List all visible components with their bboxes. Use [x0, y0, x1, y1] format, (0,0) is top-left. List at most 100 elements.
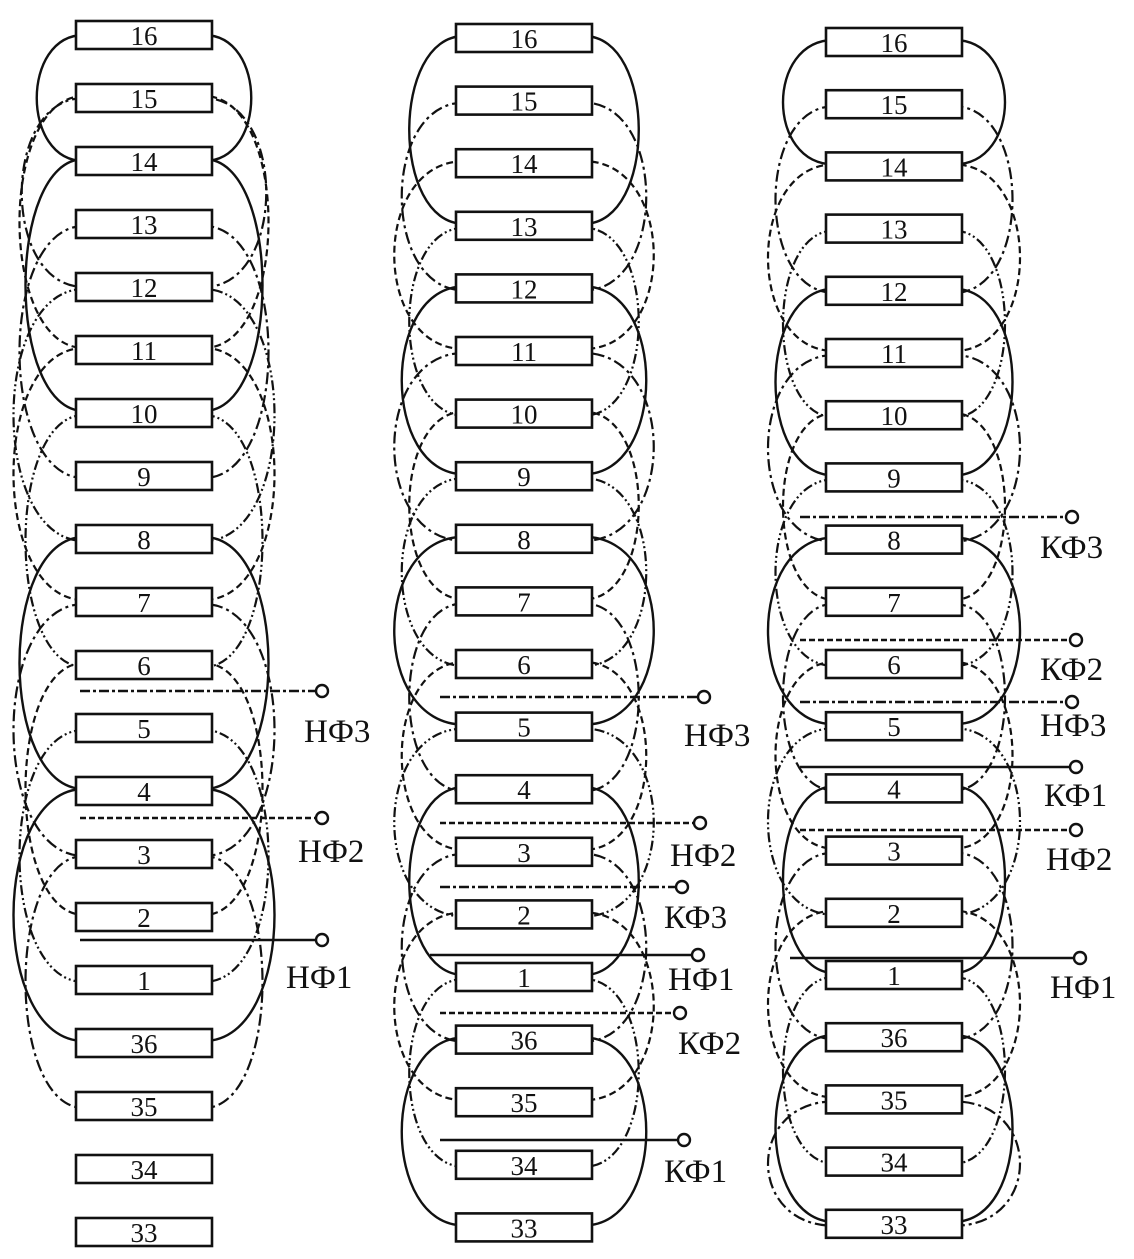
- slot: 11: [824, 337, 964, 369]
- slot: 13: [824, 213, 964, 245]
- terminal-lead: НФ1: [790, 950, 1116, 1006]
- slot-box: [74, 19, 214, 51]
- slot-number: 16: [131, 21, 158, 51]
- coil-loop: [18, 224, 270, 480]
- coil-loop: [766, 909, 1022, 1099]
- slot-box: [824, 337, 964, 369]
- slot: 11: [454, 335, 594, 367]
- slot-box: [454, 335, 594, 367]
- slot: 11: [74, 334, 214, 366]
- slot: 14: [454, 147, 594, 179]
- slot: 10: [74, 397, 214, 429]
- slot: 3: [74, 838, 214, 870]
- slot-box: [824, 26, 964, 58]
- slot-number: 12: [511, 274, 538, 304]
- terminal-lead: НФ2: [800, 822, 1112, 878]
- slot: 9: [74, 460, 214, 492]
- slot-box: [824, 1208, 964, 1240]
- coil-loop: [774, 287, 1014, 477]
- slot-number: 6: [137, 651, 151, 681]
- slot-box: [824, 1084, 964, 1115]
- slot-box: [74, 775, 214, 807]
- slot-box: [824, 586, 964, 618]
- slot-columns: 1615141312111098765432136353433161514131…: [74, 19, 964, 1248]
- slot-box: [74, 397, 214, 429]
- slot-number: 14: [131, 147, 159, 177]
- slot-number: 14: [881, 152, 909, 182]
- slot-box: [824, 710, 964, 742]
- slot-number: 16: [511, 24, 538, 54]
- slot: 8: [454, 523, 594, 555]
- slot: 4: [454, 773, 594, 805]
- slot: 16: [824, 26, 964, 58]
- terminal-lead: КФ2: [800, 632, 1103, 688]
- terminal-label: КФ1: [1044, 778, 1107, 814]
- slot: 33: [824, 1208, 964, 1240]
- slot-number: 5: [137, 714, 151, 744]
- terminal-lead: КФ1: [800, 759, 1107, 814]
- slot: 36: [74, 1027, 214, 1059]
- terminal-lead: КФ3: [800, 509, 1103, 566]
- slot-number: 1: [887, 961, 901, 991]
- slot-box: [74, 523, 214, 555]
- slot-box: [74, 208, 214, 240]
- slot-number: 3: [137, 840, 151, 870]
- coil-loop: [766, 353, 1022, 543]
- slot-number: 4: [137, 777, 151, 807]
- slot: 13: [454, 210, 594, 242]
- terminal-lead: НФ1: [430, 947, 734, 998]
- slot-number: 36: [511, 1026, 538, 1056]
- slot: 34: [824, 1146, 964, 1178]
- slot-box: [454, 147, 594, 179]
- slot: 34: [74, 1153, 214, 1185]
- terminal-pin: [696, 689, 712, 705]
- slot: 33: [454, 1212, 594, 1243]
- slot: 15: [74, 82, 214, 114]
- slot-number: 4: [887, 774, 901, 804]
- slot-number: 15: [511, 87, 538, 117]
- slot-box: [74, 145, 214, 177]
- terminal-pin: [676, 1132, 692, 1148]
- coil-loop: [766, 536, 1022, 726]
- slot-box: [74, 1027, 214, 1059]
- slot-number: 13: [131, 210, 158, 240]
- coil-loop: [781, 229, 1007, 419]
- slot-box: [454, 1086, 594, 1118]
- terminal-label: НФ3: [1040, 708, 1106, 744]
- slot: 3: [824, 835, 964, 867]
- terminal-pin: [1064, 694, 1080, 710]
- slot-number: 6: [517, 650, 531, 680]
- slot-number: 33: [881, 1210, 908, 1240]
- slot-box: [824, 151, 964, 182]
- slot-number: 9: [887, 463, 901, 493]
- slot-number: 34: [511, 1151, 539, 1181]
- terminal-lead: НФ3: [440, 689, 750, 754]
- slot-box: [824, 773, 964, 804]
- slot-box: [74, 460, 214, 492]
- coil-loop: [781, 785, 1007, 975]
- terminal-label: НФ2: [298, 834, 364, 870]
- slot-box: [454, 273, 594, 304]
- slot: 2: [824, 897, 964, 929]
- slot-box: [454, 460, 594, 492]
- coil-loop: [766, 163, 1022, 353]
- slot-box: [824, 835, 964, 866]
- coil-loop: [408, 602, 640, 793]
- slot-box: [74, 1216, 214, 1248]
- slot-box: [454, 22, 594, 54]
- slot: 12: [74, 271, 214, 303]
- slot-number: 3: [887, 837, 901, 867]
- terminal-label: НФ3: [684, 718, 750, 754]
- terminal-label: КФ2: [1040, 652, 1103, 688]
- slot: 36: [824, 1021, 964, 1053]
- coil-loop: [393, 351, 655, 542]
- slot-box: [74, 649, 214, 681]
- slot-box: [824, 462, 964, 493]
- slot: 9: [454, 460, 594, 492]
- slot-number: 34: [131, 1155, 159, 1185]
- slot: 16: [74, 19, 214, 51]
- slot-box: [824, 213, 964, 244]
- slot-number: 2: [887, 899, 901, 929]
- coil-loop: [408, 410, 640, 601]
